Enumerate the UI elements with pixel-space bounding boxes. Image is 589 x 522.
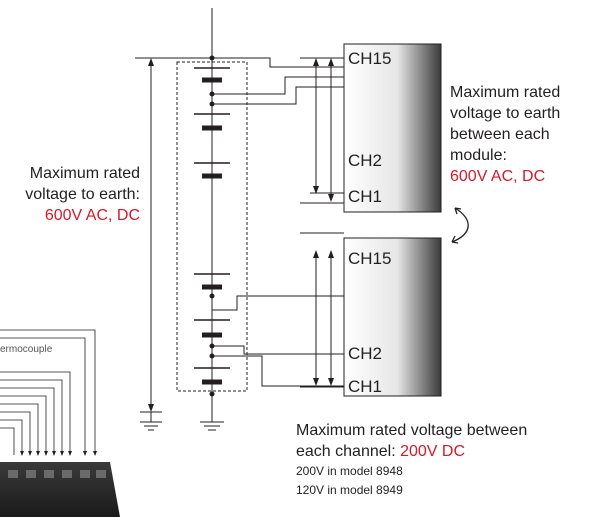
model-8949-note: 120V in model 8949 — [296, 483, 403, 497]
lower-ch15-label: CH15 — [348, 249, 392, 268]
ground-symbol-left — [140, 411, 162, 431]
dimension-arrow-lower — [313, 250, 334, 386]
module-voltage-line1: Maximum rated — [450, 84, 561, 101]
lower-ch1-label: CH1 — [348, 377, 383, 396]
channel-voltage-value: 200V DC — [400, 443, 465, 460]
model-8948-note: 200V in model 8948 — [296, 464, 403, 478]
device-terminals — [8, 470, 106, 478]
module-upper — [343, 43, 442, 213]
voltage-to-earth-label: Maximum rated voltage to earth: 600V AC,… — [0, 163, 140, 226]
module-voltage-line4: module: — [450, 147, 507, 164]
upper-ch1-label: CH1 — [348, 187, 383, 206]
dimension-arrow-upper — [313, 58, 334, 202]
module-voltage-label: Maximum rated voltage to earth between e… — [450, 82, 585, 187]
lower-ch2-label: CH2 — [348, 344, 383, 363]
battery-cells-lower — [194, 273, 230, 385]
module-isolation-arrow — [451, 207, 469, 244]
thermocouple-device — [0, 329, 96, 455]
voltage-to-earth-value: 600V AC, DC — [44, 207, 140, 224]
upper-ch15-label: CH15 — [348, 49, 392, 68]
ground-symbol-right — [200, 421, 224, 431]
channel-voltage-line2: each channel: 200V DC — [296, 441, 581, 462]
channel-voltage-line1: Maximum rated voltage between — [296, 422, 528, 439]
device-arrowheads — [20, 451, 97, 456]
voltage-to-earth-line2: voltage to earth: — [25, 186, 140, 203]
module-lower — [343, 237, 442, 397]
module-voltage-value: 600V AC, DC — [450, 168, 546, 185]
dimension-arrow-left — [148, 58, 154, 412]
isolation-box — [176, 61, 248, 392]
upper-ch2-label: CH2 — [348, 151, 383, 170]
wiring-upper — [212, 57, 344, 105]
thermocouple-label: ermocouple — [0, 344, 53, 355]
voltage-to-earth-line1: Maximum rated — [29, 165, 140, 182]
wiring-lower — [212, 295, 344, 387]
battery-cells-upper — [194, 67, 230, 179]
channel-voltage-prefix: each channel: — [296, 443, 401, 460]
module-voltage-line3: between each — [450, 126, 550, 143]
module-voltage-line2: voltage to earth — [450, 105, 561, 122]
channel-voltage-label: Maximum rated voltage between each chann… — [296, 420, 581, 500]
